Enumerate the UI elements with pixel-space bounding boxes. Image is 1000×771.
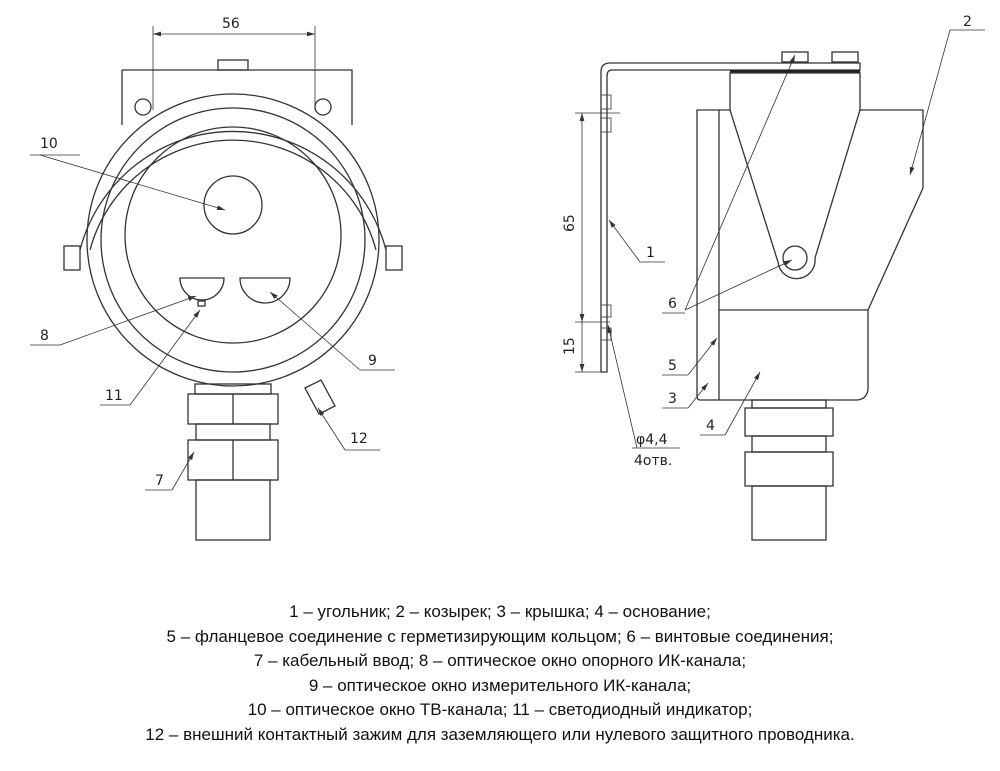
side-view: 65 15 2 1 6 5 3 4 φ4,4 4отв. bbox=[562, 14, 985, 541]
housing-outer bbox=[86, 93, 380, 387]
label-3: 3 bbox=[668, 391, 677, 407]
visor-support bbox=[729, 109, 861, 280]
label-8: 8 bbox=[40, 328, 49, 344]
cable-gland-side bbox=[744, 399, 834, 541]
label-10: 10 bbox=[40, 136, 58, 152]
ground-terminal bbox=[304, 379, 336, 415]
side-bolt-right bbox=[385, 245, 403, 271]
front-view: 56 10 8 11 9 12 bbox=[30, 16, 403, 541]
caption-line: 5 – фланцевое соединение с герметизирующ… bbox=[166, 626, 834, 646]
angle-bracket bbox=[600, 62, 861, 373]
label-6: 6 bbox=[668, 296, 677, 312]
figure-caption: 1 – угольник; 2 – козырек; 3 – крышка; 4… bbox=[0, 600, 1000, 747]
mount-hole bbox=[314, 98, 332, 116]
tv-window bbox=[203, 175, 263, 235]
caption-line: 1 – угольник; 2 – козырек; 3 – крышка; 4… bbox=[289, 602, 711, 621]
hole-count-label: 4отв. bbox=[634, 453, 672, 469]
housing-face bbox=[124, 126, 342, 344]
measuring-ir-window bbox=[239, 277, 291, 304]
caption-line: 7 – кабельный ввод; 8 – оптическое окно … bbox=[253, 651, 747, 670]
mount-hole bbox=[134, 98, 152, 116]
bracket-arc bbox=[79, 130, 387, 251]
label-2: 2 bbox=[963, 14, 972, 30]
label-12: 12 bbox=[350, 431, 368, 447]
housing-side bbox=[696, 72, 924, 401]
technical-drawing: 56 10 8 11 9 12 bbox=[30, 14, 985, 541]
caption-line: 10 – оптическое окно ТВ-канала; 11 – све… bbox=[247, 700, 753, 719]
dimension-15: 15 bbox=[562, 337, 578, 355]
cable-gland-front bbox=[187, 383, 279, 541]
caption-line: 12 – внешний контактный зажим для заземл… bbox=[145, 724, 855, 744]
screw bbox=[782, 245, 808, 271]
housing-ring bbox=[100, 107, 366, 373]
dimension-65: 65 bbox=[562, 214, 578, 232]
label-9: 9 bbox=[368, 353, 377, 369]
led-indicator bbox=[197, 300, 206, 307]
label-5: 5 bbox=[668, 358, 677, 374]
label-4: 4 bbox=[706, 418, 715, 434]
label-1: 1 bbox=[646, 245, 655, 261]
dimension-56: 56 bbox=[222, 16, 240, 32]
label-11: 11 bbox=[105, 388, 123, 404]
caption-line: 9 – оптическое окно измерительного ИК-ка… bbox=[308, 675, 692, 695]
side-bolt-left bbox=[63, 245, 81, 271]
reference-ir-window bbox=[179, 277, 225, 301]
label-7: 7 bbox=[155, 473, 164, 489]
hole-diameter-label: φ4,4 bbox=[636, 432, 668, 448]
top-bolt bbox=[217, 59, 249, 71]
bracket-plate bbox=[121, 69, 353, 125]
